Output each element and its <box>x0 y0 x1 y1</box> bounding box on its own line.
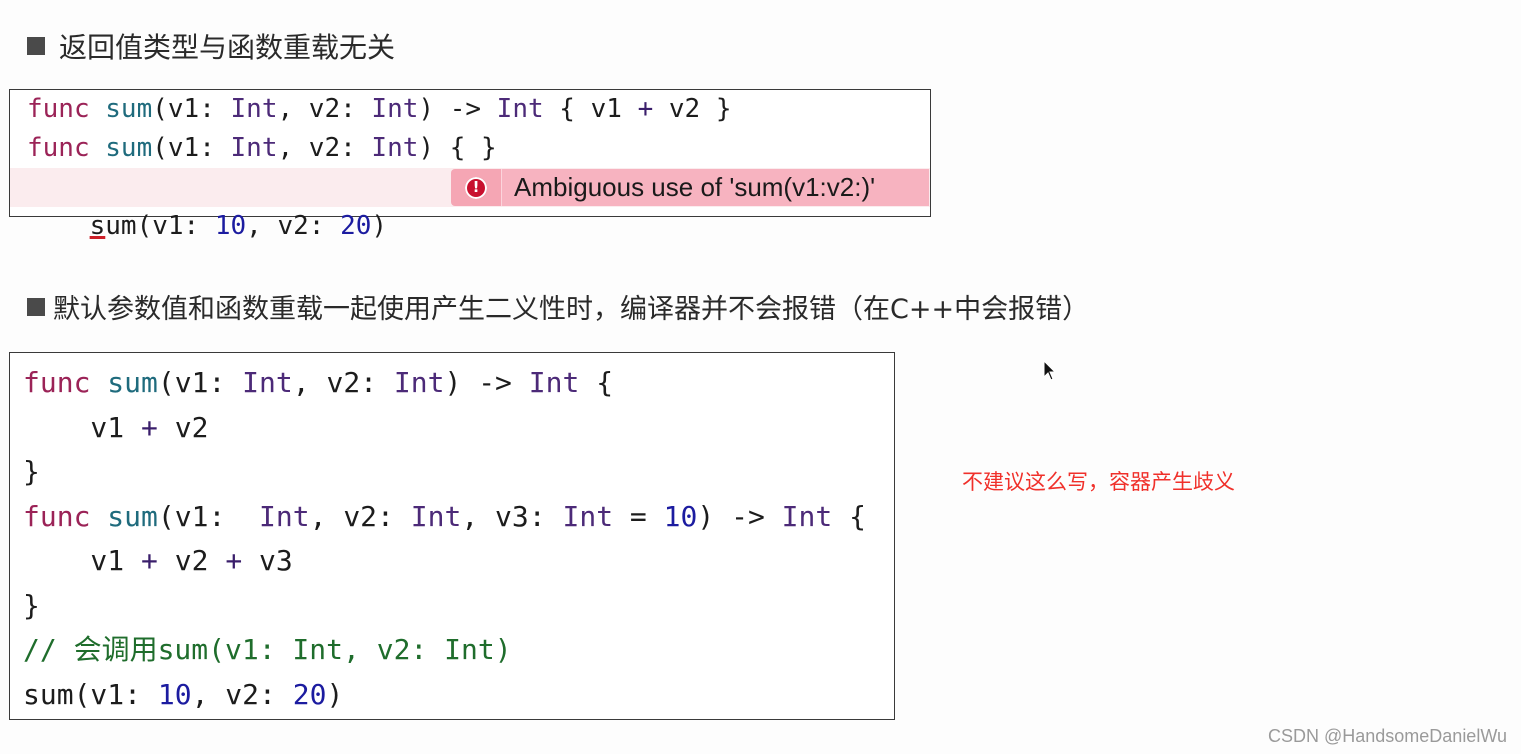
code-token: ) { } <box>418 133 497 163</box>
error-exclamation-icon: ! <box>465 176 487 199</box>
code-token: Int <box>371 94 419 124</box>
code-line: func sum(v1: Int, v2: Int) -> Int { <box>10 361 894 406</box>
section1-heading: 返回值类型与函数重载无关 <box>27 26 395 66</box>
code-token: func <box>23 366 91 399</box>
code-token: (v1: <box>157 499 260 533</box>
code-token: func <box>27 133 90 163</box>
bullet-square-icon <box>27 37 45 55</box>
code-token: + <box>637 94 654 124</box>
code-line: } <box>10 584 894 629</box>
code-token <box>90 500 107 533</box>
code-token: // 会调用sum(v1: Int, v2: Int) <box>23 633 512 666</box>
watermark: CSDN @HandsomeDanielWu <box>1267 726 1507 746</box>
code-line: func sum(v1: Int, v2: Int) -> Int { v1 +… <box>10 90 930 129</box>
code-token: { <box>579 366 614 399</box>
code-token: , v2: <box>277 133 372 163</box>
code-token: Int <box>259 499 310 533</box>
code-token <box>90 133 106 163</box>
code-block-1: func sum(v1: Int, v2: Int) -> Int { v1 +… <box>9 89 931 241</box>
error-icon-cell[interactable]: ! <box>451 169 502 206</box>
code-token: , v2: <box>277 94 372 124</box>
code-token: sum <box>107 366 158 399</box>
code-comment-line: // 会调用sum(v1: Int, v2: Int) <box>10 628 894 673</box>
code-token: + <box>141 544 158 577</box>
code-token: Int <box>781 499 833 533</box>
code-token: (v1: <box>157 366 243 399</box>
code-token: sum <box>105 94 153 124</box>
code-token: } <box>23 588 40 622</box>
code-token: v1 <box>23 544 142 577</box>
code-token: 10 <box>663 499 698 533</box>
code-token: v2 <box>157 410 209 444</box>
section2-heading: 默认参数值和函数重载一起使用产生二义性时，编译器并不会报错（在C++中会报错） <box>27 287 1089 326</box>
bullet-square-icon <box>27 297 45 316</box>
code-token: Int <box>393 366 445 399</box>
code-token: Int <box>242 366 293 399</box>
code-token: (v1: <box>152 94 231 124</box>
code-token <box>90 366 107 399</box>
code-token: { v1 <box>543 94 638 124</box>
code-token: , v2: <box>309 499 411 533</box>
code-token: , v2: <box>246 211 341 241</box>
code-token: ) <box>326 677 344 711</box>
code-token: func <box>27 94 90 124</box>
code-token: Int <box>410 499 462 533</box>
code-token: 10 <box>157 677 192 711</box>
code-token: { <box>832 499 866 533</box>
code-token: v2 <box>157 544 226 577</box>
code-token: ) -> <box>697 499 782 533</box>
code-token: , v2: <box>191 677 293 711</box>
code-token: ) <box>371 211 388 241</box>
code-line: func sum(v1: Int, v2: Int) { } <box>10 129 930 168</box>
code-token: 10 <box>214 211 247 241</box>
code-token: Int <box>230 94 278 124</box>
code-token: v2 } <box>653 94 732 124</box>
code-token: ) -> <box>444 366 529 399</box>
code-token: , v3: <box>461 499 563 533</box>
code-token: ) -> <box>418 94 497 124</box>
error-message: Ambiguous use of 'sum(v1:v2:)' <box>502 169 929 206</box>
code-token: func <box>23 499 91 533</box>
code-token: 20 <box>340 211 372 241</box>
code-line: v1 + v2 + v3 <box>10 539 894 584</box>
code-token: Int <box>562 499 614 533</box>
code-token <box>90 94 106 124</box>
code-line: sum(v1: 10, v2: 20) <box>10 673 894 718</box>
code-token: Int <box>496 94 544 124</box>
code-token: s <box>89 211 106 241</box>
code-token: , v2: <box>292 366 394 399</box>
code-token: Int <box>371 133 419 163</box>
code-token: (v1: <box>152 133 231 163</box>
code-line-call: sum(v1: 10, v2: 20) <box>90 211 387 241</box>
code-token: sum <box>105 133 153 163</box>
code-token: v3 <box>242 544 293 577</box>
code-token: + <box>225 544 243 577</box>
code-token: Int <box>230 133 278 163</box>
code-token: + <box>141 410 158 444</box>
code-block-2: func sum(v1: Int, v2: Int) -> Int { v1 +… <box>9 352 895 720</box>
code-token: } <box>23 455 40 488</box>
code-token: um(v1: <box>105 211 215 241</box>
code-line-error: sum(v1: 10, v2: 20) ! Ambiguous use of '… <box>10 168 930 241</box>
error-annotation[interactable]: ! Ambiguous use of 'sum(v1:v2:)' <box>451 169 929 206</box>
code-token: = <box>613 499 664 533</box>
code-token: Int <box>528 366 580 399</box>
code-line: func sum(v1: Int, v2: Int, v3: Int = 10)… <box>10 495 894 540</box>
code-token: 20 <box>292 677 327 711</box>
code-token: sum <box>107 499 158 533</box>
code-token: v1 <box>23 410 142 444</box>
code-token: sum(v1: <box>23 677 158 711</box>
section1-heading-text: 返回值类型与函数重载无关 <box>59 31 396 64</box>
section2-heading-text: 默认参数值和函数重载一起使用产生二义性时，编译器并不会报错（在C++中会报错） <box>53 294 1090 325</box>
code-line: } <box>10 450 894 495</box>
code-line: v1 + v2 <box>10 406 894 451</box>
annotation-note: 不建议这么写，容器产生歧义 <box>962 470 1235 494</box>
